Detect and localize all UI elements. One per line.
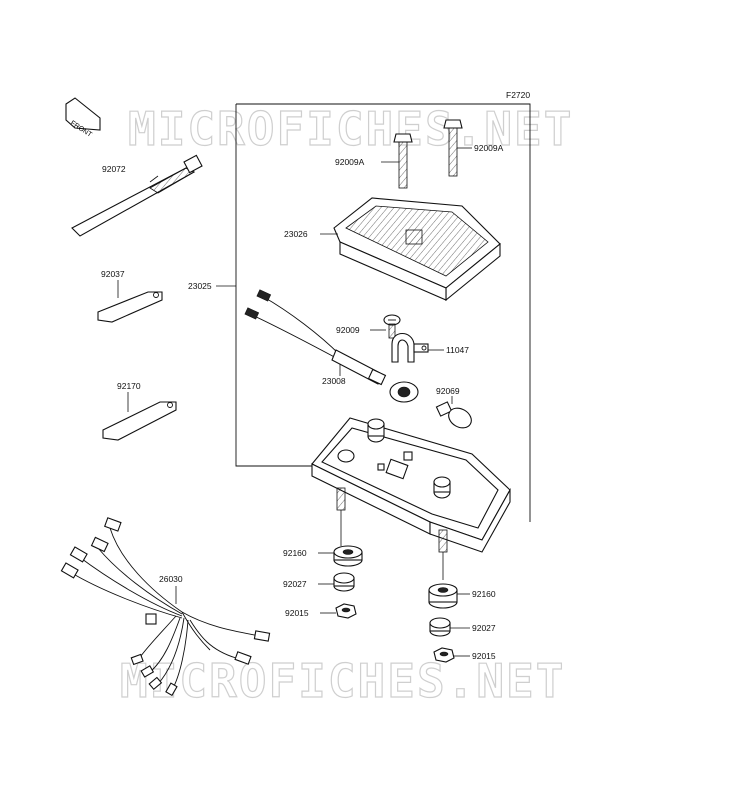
label-92170: 92170 (117, 381, 141, 391)
lamp-housing-part (311, 417, 511, 553)
label-92160-right: 92160 (472, 589, 496, 599)
assembly-bracket-top (236, 103, 531, 522)
nut-92015-left-part (335, 603, 357, 619)
label-23025: 23025 (188, 281, 212, 291)
clamp-92170-part (102, 401, 177, 441)
label-11047: 11047 (446, 345, 469, 355)
label-92009: 92009 (336, 325, 360, 335)
assembly-bracket-left (235, 104, 312, 467)
bulb-92069-part (435, 401, 472, 429)
collar-92027-right-part (429, 617, 451, 637)
clamp-92037-part (97, 291, 163, 323)
front-arrow-icon: FRONT (65, 97, 101, 139)
wiring-harness-part (60, 517, 271, 697)
bolt-92009A-left-part (393, 133, 413, 189)
label-23008: 23008 (322, 376, 346, 386)
label-92009A-left: 92009A (335, 157, 365, 167)
label-92072: 92072 (102, 164, 126, 174)
cable-tie-part (71, 154, 203, 237)
label-92009A-right: 92009A (474, 143, 504, 153)
watermark-bottom: MICROFICHES.NET (120, 654, 565, 708)
bolt-92009A-right-part (443, 119, 463, 177)
clamp-11047-part (391, 332, 429, 363)
label-92027-left: 92027 (283, 579, 307, 589)
screw-92009-part (383, 314, 401, 339)
grommet-92160-right-part (428, 583, 458, 609)
lamp-socket-part (244, 289, 419, 403)
watermark-top: MICROFICHES.NET (128, 102, 573, 156)
label-92015-left: 92015 (285, 608, 309, 618)
collar-92027-left-part (333, 572, 355, 592)
lamp-lens-part (333, 197, 501, 302)
label-92015-right: 92015 (472, 651, 496, 661)
label-92160-left: 92160 (283, 548, 307, 558)
grommet-92160-left-part (333, 545, 363, 567)
nut-92015-right-part (433, 647, 455, 663)
figure-code: F2720 (506, 90, 530, 100)
label-23026: 23026 (284, 229, 308, 239)
label-92069: 92069 (436, 386, 460, 396)
label-26030: 26030 (159, 574, 183, 584)
label-92037: 92037 (101, 269, 125, 279)
label-92027-right: 92027 (472, 623, 496, 633)
